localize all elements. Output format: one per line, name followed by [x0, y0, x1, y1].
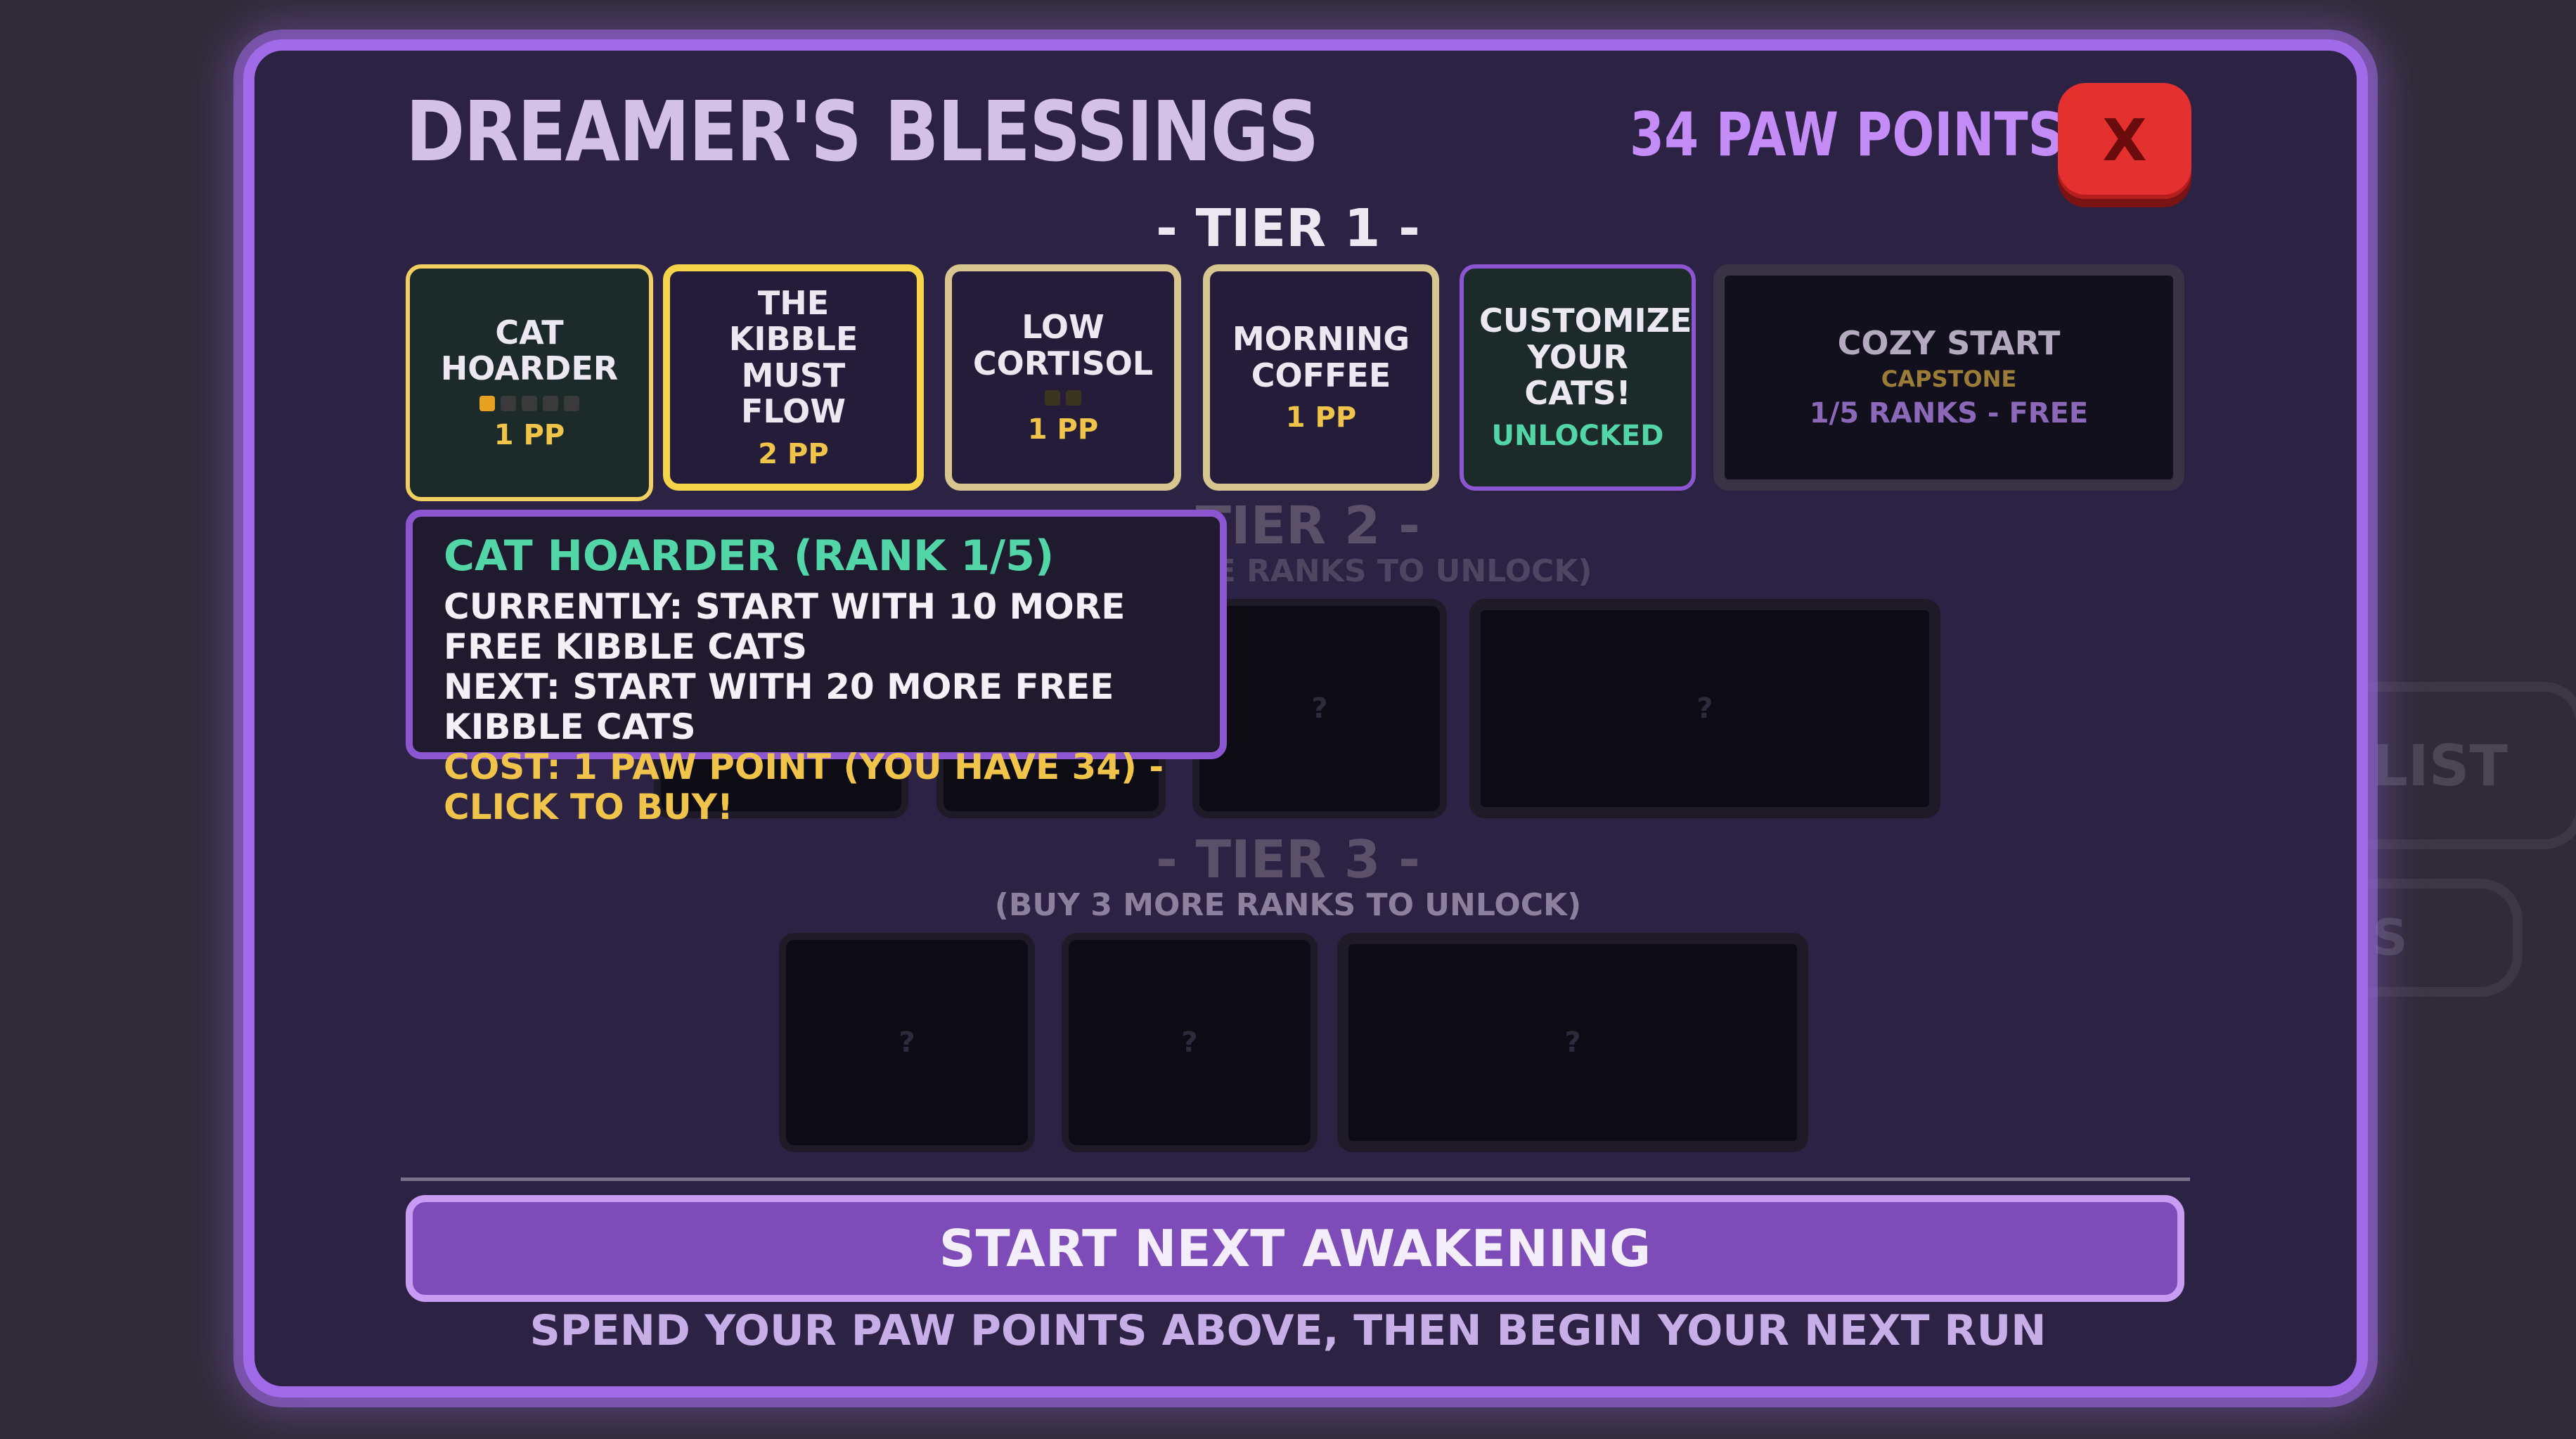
close-button[interactable]: X	[2058, 83, 2191, 199]
tooltip-next: NEXT: START WITH 20 MORE FREE KIBBLE CAT…	[444, 666, 1114, 748]
tier1-heading: - TIER 1 -	[1156, 198, 1420, 259]
locked-card: ?	[779, 933, 1035, 1152]
locked-card-label: ?	[1181, 1026, 1198, 1059]
locked-card: ?	[1469, 599, 1940, 818]
locked-card: ?	[1337, 933, 1808, 1152]
tier3-heading: - TIER 3 -	[1156, 830, 1420, 890]
rank-dot-empty	[501, 395, 516, 411]
tier2-unlock-hint: (BUY 11 MORE RANKS TO UNLOCK)	[984, 553, 1592, 589]
blessing-card-customize-cats[interactable]: CUSTOMIZE YOUR CATS! UNLOCKED	[1460, 264, 1696, 491]
card-name: MORNING COFFEE	[1232, 320, 1410, 394]
card-name: THE KIBBLE MUST FLOW	[728, 283, 858, 431]
card-ranks: 1/5 RANKS - FREE	[1809, 397, 2089, 430]
close-icon: X	[2102, 108, 2147, 174]
card-name: COZY START	[1837, 323, 2061, 362]
card-cost: 1 PP	[1027, 413, 1099, 446]
divider	[401, 1177, 2190, 1181]
card-cost: 1 PP	[1285, 401, 1357, 434]
tier3-unlock-hint: (BUY 3 MORE RANKS TO UNLOCK)	[994, 887, 1582, 923]
background-other-label: S	[2372, 909, 2408, 967]
blessing-card-morning-coffee[interactable]: MORNING COFFEE 1 PP	[1203, 264, 1439, 491]
page-title: DREAMER'S BLESSINGS	[406, 83, 1319, 180]
tier2-heading: - TIER 2 -	[1156, 496, 1420, 556]
locked-card-label: ?	[899, 1026, 915, 1059]
card-cost: 1 PP	[494, 418, 565, 451]
start-button-label: START NEXT AWAKENING	[939, 1219, 1651, 1278]
start-next-awakening-button[interactable]: START NEXT AWAKENING	[406, 1195, 2184, 1302]
card-name: CUSTOMIZE YOUR CATS!	[1479, 302, 1692, 413]
capstone-tag: CAPSTONE	[1881, 366, 2017, 393]
tooltip-cost[interactable]: COST: 1 PAW POINT (YOU HAVE 34) - CLICK …	[444, 747, 1164, 828]
card-name: CAT HOARDER	[440, 313, 619, 388]
blessing-tooltip: CAT HOARDER (RANK 1/5) CURRENTLY: START …	[406, 510, 1227, 827]
card-status: UNLOCKED	[1491, 419, 1664, 452]
locked-card-label: ?	[1696, 692, 1713, 725]
rank-dot-empty	[522, 395, 537, 411]
locked-card-label: ?	[1311, 692, 1328, 725]
blessing-card-low-cortisol[interactable]: LOW CORTISOL 1 PP	[945, 264, 1181, 491]
rank-dots	[479, 395, 579, 411]
rank-dot-empty	[1045, 390, 1060, 406]
card-cost: 2 PP	[758, 437, 829, 470]
locked-card: ?	[1192, 599, 1447, 818]
blessing-card-cat-hoarder[interactable]: CAT HOARDER 1 PP	[406, 264, 653, 501]
rank-dot-filled	[479, 395, 495, 411]
blessing-card-cozy-start[interactable]: COZY START CAPSTONE 1/5 RANKS - FREE	[1713, 264, 2184, 491]
blessing-card-kibble-must-flow[interactable]: THE KIBBLE MUST FLOW 2 PP	[663, 264, 924, 491]
tooltip-current: CURRENTLY: START WITH 10 MORE FREE KIBBL…	[444, 586, 1126, 668]
rank-dot-empty	[1066, 390, 1081, 406]
tooltip-title: CAT HOARDER (RANK 1/5)	[444, 531, 1055, 581]
locked-card-label: ?	[1564, 1026, 1581, 1059]
locked-card: ?	[1062, 933, 1318, 1152]
rank-dot-empty	[543, 395, 558, 411]
paw-points-counter: 34 PAW POINTS	[1630, 100, 2064, 170]
card-name: LOW CORTISOL	[972, 308, 1154, 382]
rank-dot-empty	[564, 395, 579, 411]
footer-hint: SPEND YOUR PAW POINTS ABOVE, THEN BEGIN …	[529, 1306, 2047, 1355]
background-list-label: LIST	[2372, 733, 2508, 799]
rank-dots	[1045, 390, 1081, 406]
